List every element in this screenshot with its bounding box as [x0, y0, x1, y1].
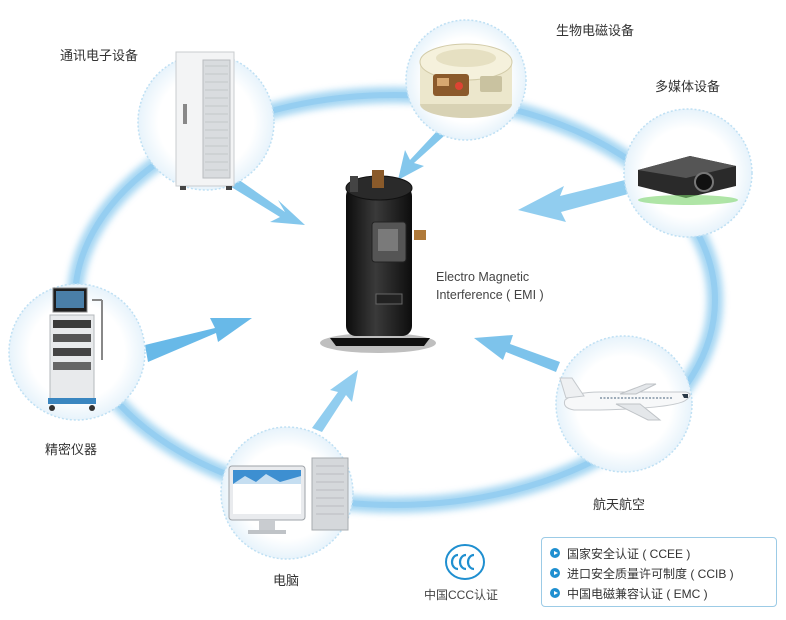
server-cabinet-icon — [175, 51, 235, 190]
emi-line-1: Electro Magnetic — [436, 270, 530, 284]
cert-item: 中国电磁兼容认证 ( EMC ) — [550, 583, 768, 603]
cert-label: 中国电磁兼容认证 ( EMC ) — [567, 586, 708, 601]
bubble-computer — [220, 426, 354, 560]
arrow-from-cabinet — [228, 175, 305, 225]
label-computer: 电脑 — [273, 573, 300, 588]
bubble-aerospace — [555, 335, 693, 473]
arrow-from-cooker — [398, 130, 444, 180]
certification-box: 国家安全认证 ( CCEE ) 进口安全质量许可制度 ( CCIB ) 中国电磁… — [541, 537, 777, 607]
bubble-telecom — [137, 51, 275, 191]
airplane-icon — [559, 377, 691, 421]
label-multimedia: 多媒体设备 — [655, 79, 721, 94]
medical-cart-icon — [48, 287, 103, 411]
label-bio: 生物电磁设备 — [556, 23, 635, 38]
projector-icon — [638, 156, 738, 205]
computer-icon — [228, 457, 349, 534]
label-telecom: 通讯电子设备 — [60, 48, 139, 63]
cert-item: 进口安全质量许可制度 ( CCIB ) — [550, 563, 768, 583]
play-bullet-icon — [550, 568, 560, 578]
play-bullet-icon — [550, 548, 560, 558]
play-bullet-icon — [550, 588, 560, 598]
cert-label: 国家安全认证 ( CCEE ) — [567, 546, 691, 561]
label-precision: 精密仪器 — [45, 442, 98, 457]
cert-label: 进口安全质量许可制度 ( CCIB ) — [567, 566, 734, 581]
compressor-icon — [320, 170, 436, 353]
rice-cooker-icon — [419, 43, 513, 118]
label-aerospace: 航天航空 — [593, 497, 646, 512]
emi-line-2: Interference ( EMI ) — [436, 288, 544, 302]
bubble-multimedia — [623, 108, 753, 238]
emi-caption: Electro Magnetic Interference ( EMI ) — [436, 268, 544, 304]
cert-item: 国家安全认证 ( CCEE ) — [550, 543, 768, 563]
ccc-label: 中国CCC认证 — [424, 588, 498, 602]
arrow-from-computer — [312, 370, 358, 432]
bubble-precision — [8, 283, 146, 421]
arrow-from-airplane — [474, 335, 560, 372]
ccc-logo-icon — [445, 544, 485, 580]
bubble-bio — [405, 19, 527, 141]
arrow-from-projector — [518, 180, 628, 222]
arrow-from-cart — [145, 318, 252, 362]
